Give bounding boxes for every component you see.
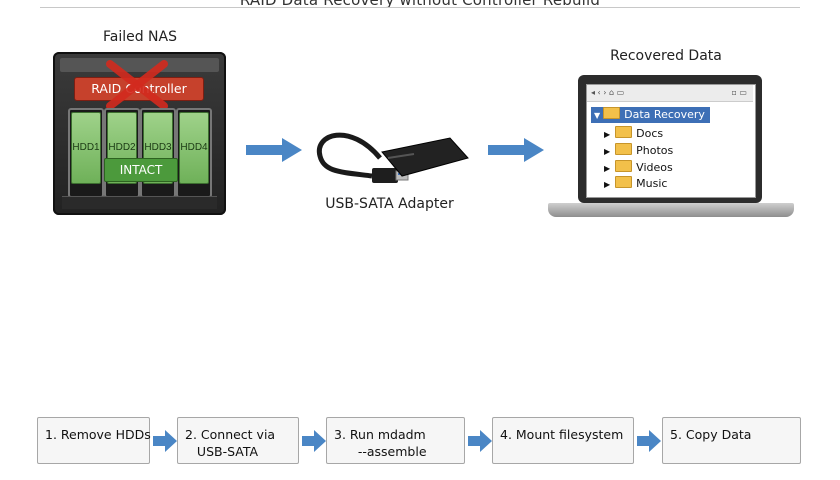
- collapse-arrow-icon: ▼: [594, 111, 601, 120]
- step-5-box: 5. Copy Data: [662, 417, 801, 464]
- nas-base-vents: [62, 196, 217, 209]
- tree-root-selected: ▼ Data Recovery: [591, 107, 710, 123]
- step-arrow-4: [637, 430, 661, 452]
- diagram-title: RAID Data Recovery without Controller Re…: [239, 0, 601, 9]
- folder-icon: [615, 143, 633, 155]
- folder-icon: [603, 107, 621, 119]
- failed-x-icon: [106, 60, 168, 110]
- expand-arrow-icon: ▶: [604, 164, 611, 173]
- tree-item-label: Photos: [636, 144, 674, 157]
- step-1-box: 1. Remove HDDs: [37, 417, 151, 464]
- intact-badge: INTACT: [104, 158, 178, 182]
- title-divider: [40, 7, 800, 8]
- expand-arrow-icon: ▶: [604, 147, 611, 156]
- tree-item-label: Docs: [636, 127, 664, 140]
- folder-icon: [615, 176, 633, 188]
- window-controls-icon: ▫ ▭: [731, 88, 747, 97]
- flow-arrow-2: [488, 138, 544, 162]
- nas-label: Failed NAS: [102, 29, 177, 45]
- root-folder-label: Data Recovery: [624, 108, 705, 121]
- folder-icon: [615, 126, 633, 138]
- expand-arrow-icon: ▶: [604, 130, 611, 139]
- folder-icon: [615, 160, 633, 172]
- explorer-toolbar: ◂ ‹ › ⌂ ▭ ▫ ▭: [587, 85, 753, 102]
- nav-arrows-icon: ◂ ‹ › ⌂ ▭: [591, 88, 625, 97]
- nas-top-panel: [60, 58, 219, 72]
- file-explorer-window: [586, 84, 756, 198]
- flow-arrow-1: [246, 138, 302, 162]
- expand-arrow-icon: ▶: [604, 180, 611, 189]
- tree-item-photos: ▶ Photos: [604, 143, 673, 159]
- laptop-label: Recovered Data: [610, 48, 722, 64]
- hdd-1: HDD1: [71, 112, 101, 184]
- tree-item-label: Videos: [636, 161, 673, 174]
- step-2-box: 2. Connect via USB-SATA: [177, 417, 299, 464]
- step-4-box: 4. Mount filesystem: [492, 417, 634, 464]
- tree-item-label: Music: [636, 177, 668, 190]
- tree-item-docs: ▶ Docs: [604, 126, 663, 142]
- hdd-4: HDD4: [179, 112, 209, 184]
- tree-item-music: ▶ Music: [604, 176, 667, 192]
- step-3-box: 3. Run mdadm --assemble: [326, 417, 465, 464]
- usb-sata-adapter-icon: [316, 132, 469, 183]
- step-arrow-3: [468, 430, 492, 452]
- step-arrow-2: [302, 430, 326, 452]
- tree-item-videos: ▶ Videos: [604, 160, 673, 176]
- adapter-label: USB-SATA Adapter: [325, 196, 454, 212]
- laptop-keyboard-base: [548, 203, 794, 217]
- step-arrow-1: [153, 430, 177, 452]
